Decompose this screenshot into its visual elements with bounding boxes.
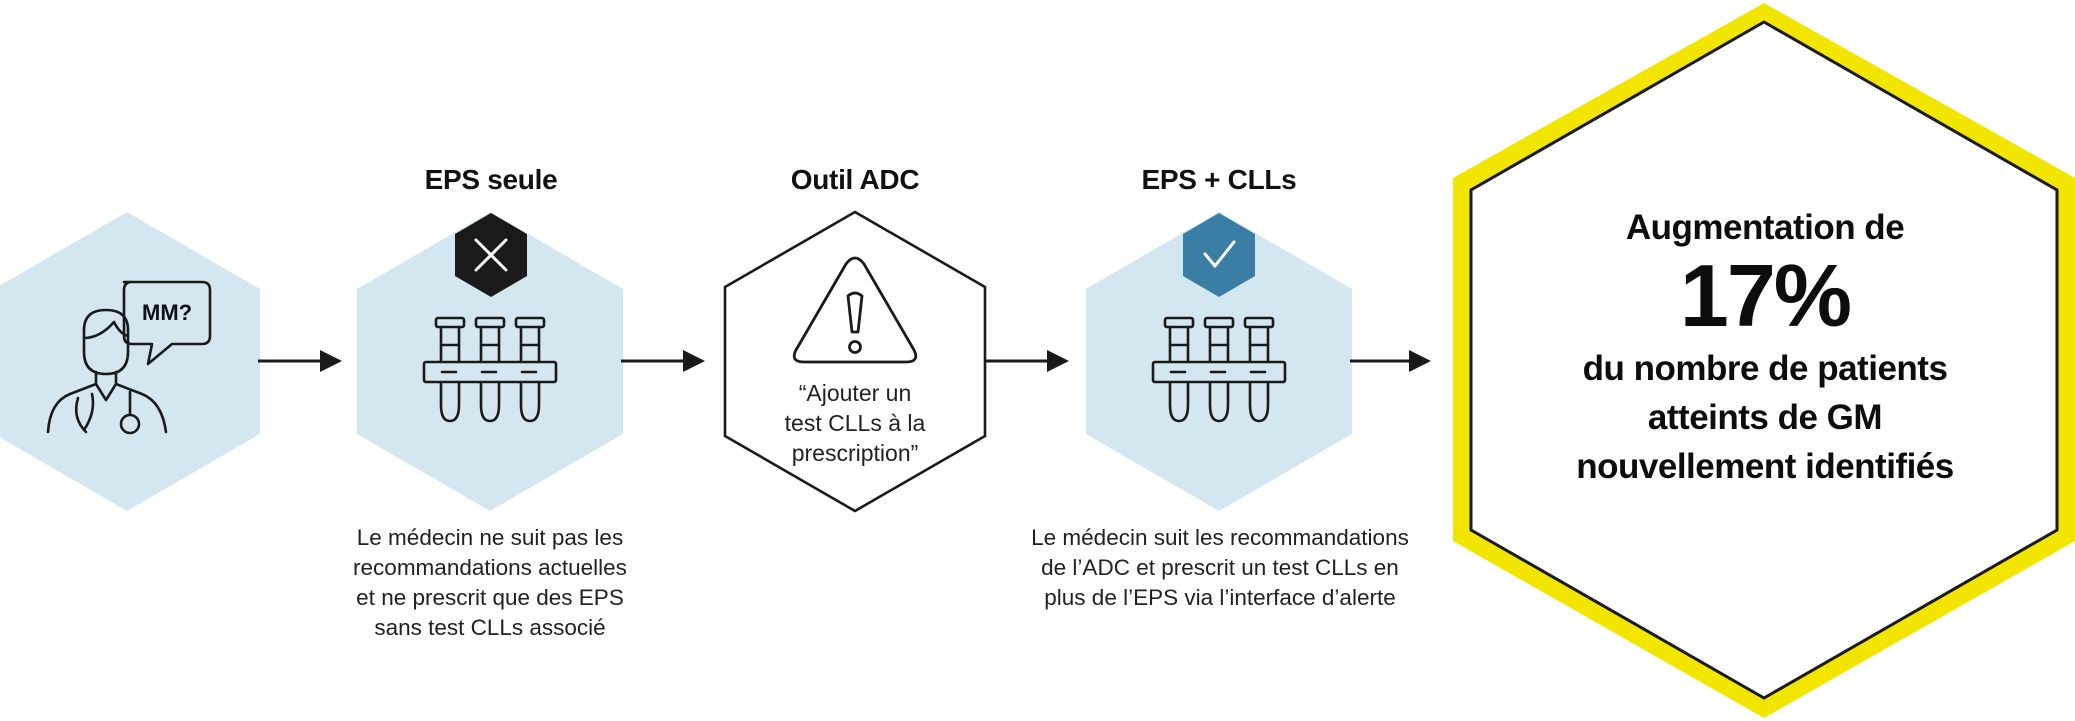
adc-tool-quote: “Ajouter un test CLLs à la prescription”	[745, 378, 965, 468]
eps-clls-title: EPS + CLLs	[1141, 164, 1297, 195]
test-tube-rack-icon	[422, 316, 558, 423]
physician-hexagon	[0, 212, 260, 511]
warning-icon	[792, 256, 918, 364]
caption-line: plus de l’EPS via l’interface d’alerte	[1044, 585, 1396, 610]
arrow-4	[1350, 350, 1431, 372]
result-text: Augmentation de 17% du nombre de patient…	[1500, 208, 2030, 491]
result-line: du nombre de patients	[1582, 349, 1948, 388]
eps-clls-caption: Le médecin suit les recommandations de l…	[1000, 523, 1440, 613]
caption-line: recommandations actuelles	[353, 555, 627, 580]
quote-line: prescription”	[791, 440, 919, 466]
arrow-3	[985, 350, 1069, 372]
caption-line: sans test CLLs associé	[374, 615, 606, 640]
result-intro: Augmentation de	[1625, 208, 1905, 247]
eps-alone-caption: Le médecin ne suit pas les recommandatio…	[310, 523, 670, 643]
quote-line: test CLLs à la	[784, 410, 926, 436]
speech-bubble-text: MM?	[142, 300, 193, 325]
arrow-1	[258, 350, 342, 372]
result-hexagon	[1469, 20, 2059, 700]
quote-line: “Ajouter un	[798, 380, 912, 406]
caption-line: et ne prescrit que des EPS	[356, 585, 624, 610]
eps-alone-title: EPS seule	[424, 164, 558, 195]
caption-line: Le médecin ne suit pas les	[356, 525, 624, 550]
result-line: atteints de GM	[1647, 398, 1883, 437]
accept-badge	[1183, 213, 1255, 297]
x-mark-icon	[474, 238, 508, 272]
arrow-2	[621, 350, 705, 372]
caption-line: Le médecin suit les recommandations	[1031, 525, 1409, 550]
checkmark-icon	[1203, 240, 1236, 268]
result-line: nouvellement identifiés	[1576, 447, 1954, 486]
adc-tool-title: Outil ADC	[790, 164, 920, 195]
doctor-speech-icon	[46, 280, 212, 435]
caption-line: de l’ADC et prescrit un test CLLs en	[1041, 555, 1399, 580]
test-tube-rack-icon	[1151, 316, 1287, 423]
result-value: 17%	[1679, 246, 1852, 345]
